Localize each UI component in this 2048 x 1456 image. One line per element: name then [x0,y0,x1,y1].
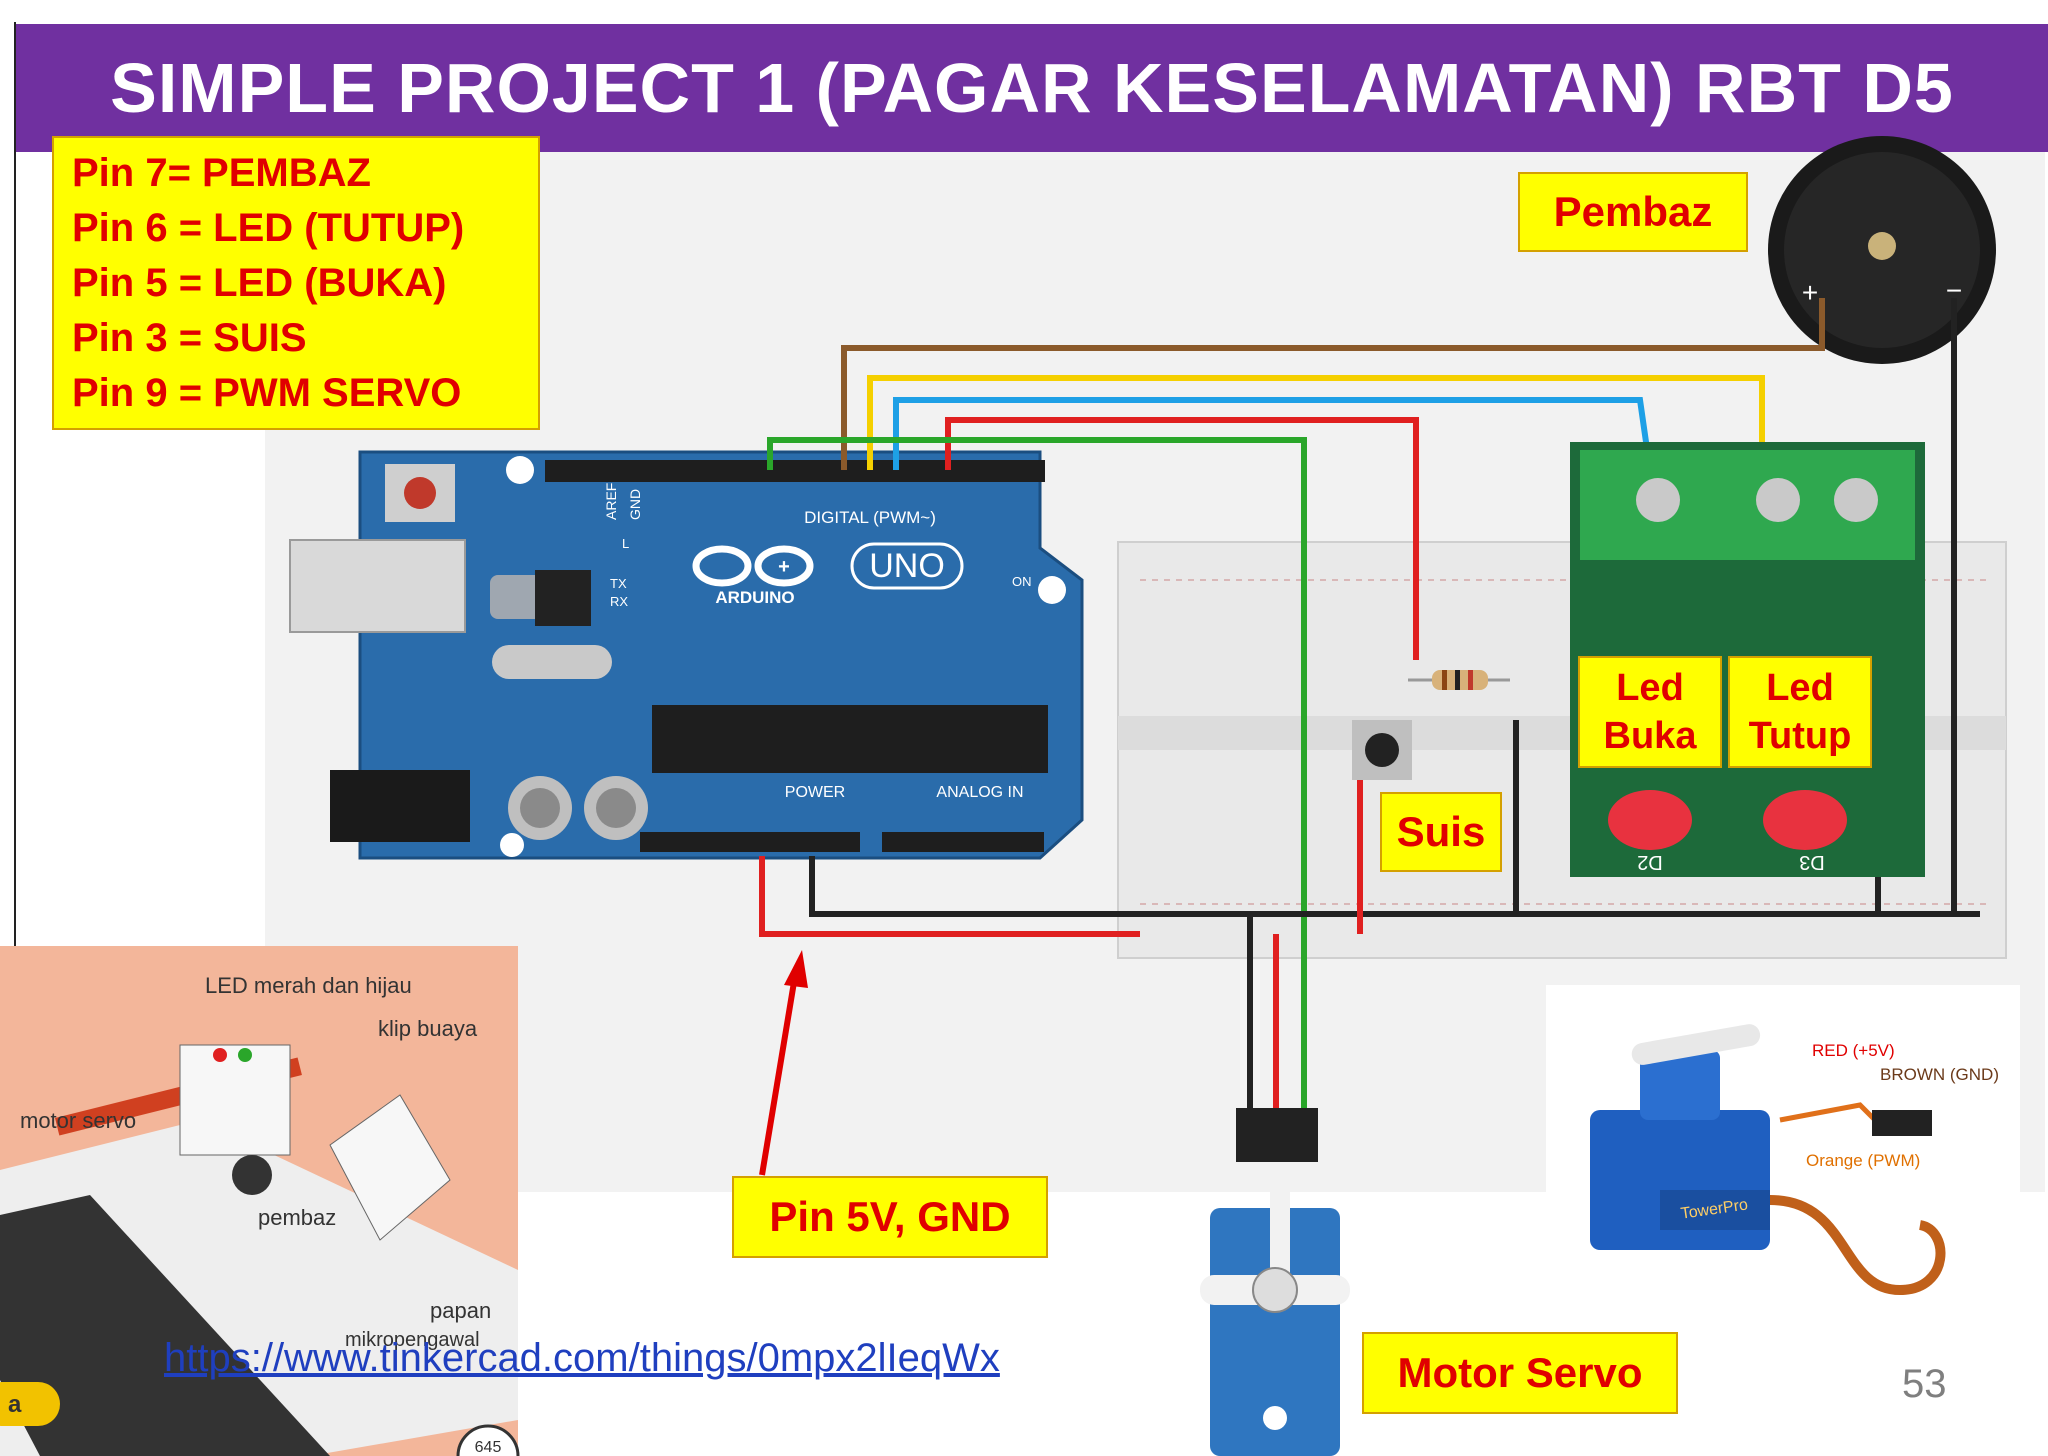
illus-tab [0,1382,60,1426]
wires [759,298,1980,1110]
wire-red-5v [759,856,1140,937]
arduino-l-label: L [622,536,629,551]
arduino-tx-label: TX [610,576,627,591]
pin-assignment-box: Pin 7= PEMBAZ Pin 6 = LED (TUTUP) Pin 5 … [52,136,540,430]
wire-red-switch [945,417,1419,660]
label-motor-servo-text: Motor Servo [1397,1349,1643,1396]
label-pembaz-text: Pembaz [1553,188,1713,235]
servo-photo-orange: Orange (PWM) [1806,1151,1920,1170]
title-bar: SIMPLE PROJECT 1 (PAGAR KESELAMATAN) RBT… [16,24,2048,152]
label-led-tutup: Led Tutup [1728,656,1872,768]
tinkercad-link[interactable]: https://www.tinkercad.com/things/0mpx2lI… [164,1336,1000,1380]
svg-text:+: + [778,556,790,578]
arduino-digital-label: DIGITAL (PWM~) [804,508,936,527]
wire-blue [893,397,1653,471]
pin-line-buzzer: Pin 7= PEMBAZ [72,151,371,195]
label-led-buka: Led Buka [1578,656,1722,768]
arduino-analog-label: ANALOG IN [936,784,1023,801]
illus-klip-label: klip buaya [378,1016,478,1041]
resistor [1408,670,1510,690]
illus-led-label: LED merah dan hijau [205,973,412,998]
module-d2-label: D2 [1637,851,1663,873]
analog-header [882,832,1044,852]
page-number: 53 [1902,1362,1947,1406]
push-button [1352,720,1412,780]
illus-page-label: 645 [475,1439,502,1456]
usb-port [289,539,466,633]
reset-button [404,477,436,509]
label-pembaz: Pembaz [1518,172,1748,252]
label-pin-5v-gnd: Pin 5V, GND [732,1176,1048,1258]
label-led-tutup-line1: Led [1766,667,1834,709]
servo-photo: TowerPro RED (+5V) BROWN (GND) Orange (P… [1546,985,2020,1323]
label-suis-text: Suis [1396,808,1486,855]
arduino-aref-label: AREF [603,483,619,520]
label-led-buka-line1: Led [1616,667,1684,709]
buzzer: + − [1768,136,1996,364]
label-motor-servo: Motor Servo [1362,1332,1678,1414]
illus-motor-label: motor servo [20,1108,136,1133]
label-pin-5v-gnd-text: Pin 5V, GND [769,1193,1011,1240]
wire-brown-buzzer [841,298,1825,470]
svg-text:+: + [1802,277,1818,308]
arrow-5v [759,950,808,1176]
label-suis: Suis [1380,792,1502,872]
microcontroller-chip [652,705,1048,773]
illus-papan-label-2: mikropengawal [345,1329,480,1351]
servo-motor [1200,1108,1350,1456]
illus-papan-label-1: papan [430,1298,491,1323]
pin-line-led-tutup: Pin 6 = LED (TUTUP) [72,206,465,250]
illustration: LED merah dan hijau klip buaya motor ser… [0,946,520,1456]
pin-line-switch: Pin 3 = SUIS [72,316,307,360]
slide-title: SIMPLE PROJECT 1 (PAGAR KESELAMATAN) RBT… [110,49,1954,127]
pin-line-led-buka: Pin 5 = LED (BUKA) [72,261,447,305]
slide-frame [14,22,2048,1456]
arduino-gnd-label: GND [627,489,643,520]
illus-pembaz-label: pembaz [258,1205,336,1230]
arduino-logo: + [692,545,814,587]
arduino-power-label: POWER [785,784,845,801]
power-jack [330,770,470,842]
arduino-rx-label: RX [610,594,628,609]
power-header [640,832,860,852]
pin-line-servo: Pin 9 = PWM SERVO [72,371,462,415]
label-led-tutup-line2: Tutup [1748,715,1852,757]
arduino-brand-label: ARDUINO [715,588,794,607]
arduino-uno-label: UNO [869,547,945,585]
wire-yellow [867,375,1765,470]
wire-green-servo [767,437,1307,1110]
arduino-board: DIGITAL (PWM~) AREF GND L TX RX ON + UNO… [289,450,1084,860]
arduino-on-label: ON [1012,574,1032,589]
illus-tab-label: a [8,1391,22,1418]
module-d3-label: D3 [1799,851,1825,873]
wire-black-gnd [809,856,1980,917]
servo-photo-brown: BROWN (GND) [1880,1065,1999,1084]
servo-photo-red: RED (+5V) [1812,1041,1895,1060]
svg-text:−: − [1946,275,1962,306]
digital-header [545,460,1045,482]
label-led-buka-line2: Buka [1603,715,1697,757]
